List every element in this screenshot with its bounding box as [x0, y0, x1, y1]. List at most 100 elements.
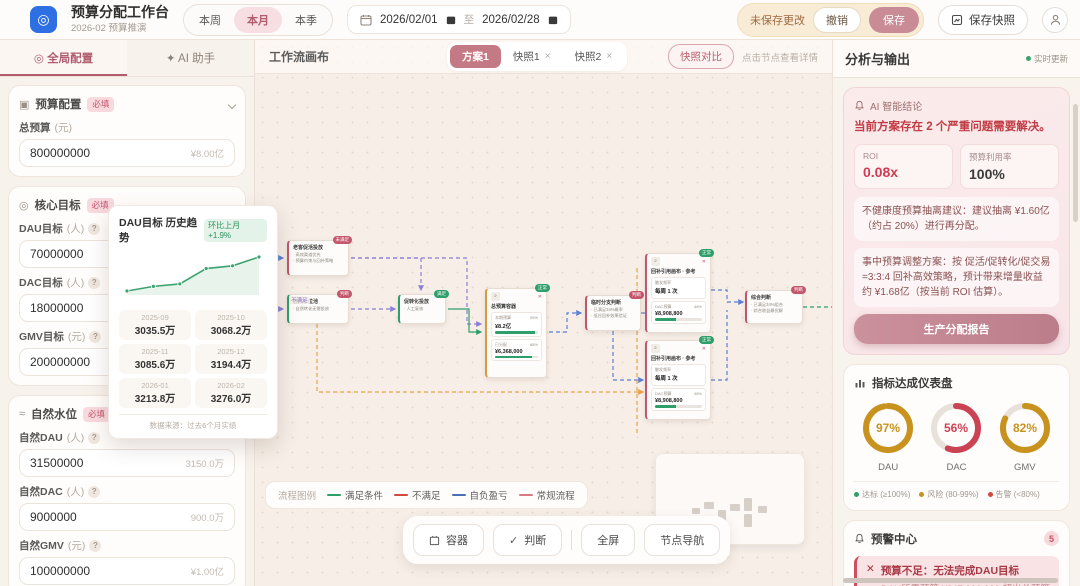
- calendar-picker-icon[interactable]: [548, 15, 558, 25]
- flow-node-回补引用画布 · 参考[interactable]: 正常⌕✕回补引用画布 · 参考触发频率每周 1 次DAC预算48%¥8,908,…: [645, 249, 714, 333]
- metric-label: 触发频率: [655, 367, 671, 372]
- range-tab-本季[interactable]: 本季: [295, 14, 317, 27]
- metric-progress: [495, 355, 538, 358]
- plan-tab-label: 方案1: [462, 51, 489, 63]
- close-tab-icon[interactable]: ×: [544, 51, 551, 62]
- stat-value: 3085.6万: [134, 360, 176, 371]
- card-header[interactable]: ◎核心目标必填: [19, 196, 237, 214]
- stat-date: 2025-09: [141, 313, 169, 322]
- toolbar-button-判断[interactable]: ✓判断: [493, 524, 563, 556]
- alert-close-icon: ✕: [866, 562, 875, 575]
- save-snapshot-button[interactable]: 保存快照: [938, 4, 1028, 35]
- plan-tab-方案1[interactable]: 方案1: [450, 45, 501, 68]
- gauge-DAC: 56%DAC: [929, 401, 983, 473]
- field-input-自然GMV[interactable]: 100000000¥1.00亿: [19, 557, 235, 585]
- flow-node-回补引用画布 · 参考[interactable]: 正常⌕✕回补引用画布 · 参考触发频率每周 1 次DAC预算48%¥8,908,…: [645, 336, 714, 420]
- toolbar-button-全屏[interactable]: 全屏: [581, 524, 636, 556]
- node-bullet: · 综合收益最优解: [751, 308, 783, 314]
- node-title: 促转化投放: [404, 299, 430, 305]
- stat-date: 2025-10: [217, 313, 245, 322]
- date-range-picker[interactable]: 2026/02/01 至 2026/02/28: [347, 5, 571, 34]
- generate-report-button[interactable]: 生产分配报告: [854, 313, 1059, 344]
- collapse-toggle[interactable]: [227, 95, 237, 113]
- field-label: 总预算(元): [19, 120, 235, 135]
- node-flag-icon: ✕: [701, 258, 706, 265]
- edge-label: 不满足: [289, 296, 310, 304]
- flow-node-促转化投放[interactable]: 满足促转化投放· 人工复核: [398, 290, 449, 324]
- user-avatar[interactable]: [1042, 6, 1068, 33]
- help-icon[interactable]: ?: [88, 222, 101, 235]
- panel-vertical-scrollbar[interactable]: [1073, 104, 1078, 222]
- snapshot-compare-button[interactable]: 快照对比: [667, 44, 734, 69]
- metric-value: 每周 1 次: [655, 376, 678, 382]
- canvas-minimap[interactable]: [655, 453, 805, 545]
- help-icon[interactable]: ?: [88, 431, 101, 444]
- toolbar-button-容器[interactable]: 容器: [413, 524, 484, 556]
- svg-text:97%: 97%: [876, 421, 900, 435]
- stat-value: 3035.5万: [134, 326, 176, 337]
- plan-tab-快照2[interactable]: 快照2×: [563, 45, 625, 68]
- node-flag-icon: ✕: [537, 293, 542, 300]
- date-from-input[interactable]: 2026/02/01: [380, 13, 438, 26]
- required-badge: 必填: [87, 96, 115, 112]
- field-label: 自然DAC(人)?: [19, 484, 235, 499]
- field-label-text: DAC目标: [19, 277, 63, 289]
- card-header[interactable]: ≈自然水位必填: [19, 405, 237, 423]
- bell-icon: [855, 100, 864, 111]
- canvas-hint: 点击节点查看详情: [741, 52, 818, 64]
- node-status-badge: 正常: [699, 249, 714, 257]
- node-title: 回补引用画布 · 参考: [651, 356, 696, 362]
- help-icon[interactable]: ?: [89, 330, 102, 343]
- tooltip-footer: 数据来源：过去6个月实绩: [119, 414, 267, 434]
- calendar-picker-icon[interactable]: [446, 15, 456, 25]
- save-button[interactable]: 保存: [869, 6, 919, 33]
- date-to-input[interactable]: 2026/02/28: [482, 13, 540, 26]
- close-tab-icon[interactable]: ×: [606, 51, 613, 62]
- node-status-badge: 满足: [434, 290, 449, 298]
- alert-title: ✕预算不足：无法完成DAU目标: [866, 563, 1050, 578]
- stat-date: 2025-11: [141, 347, 169, 356]
- flow-node-临时分支判断[interactable]: 判断临时分支判断· 已满足34%概率· 低谷回补效果验证: [585, 291, 644, 331]
- field-label-text: 自然DAU: [19, 432, 63, 444]
- field-label: GMV目标(元)?: [19, 329, 235, 344]
- panel-horizontal-scrollbar[interactable]: [843, 578, 1058, 583]
- flow-node-综合判断[interactable]: 判断综合判断· 已满足34%组合· 综合收益最优解: [745, 286, 806, 324]
- flow-node-老客促活投放[interactable]: 未满足老客促活投放· 高效渠道优先· 预算约束与回补策略: [287, 236, 352, 276]
- metric-value: 每周 1 次: [655, 289, 678, 295]
- metric-head: 触发频率: [655, 280, 702, 286]
- top-header: ◎ 预算分配工作台 2026-02 预算推演 本周本月本季 2026/02/01…: [0, 0, 1080, 40]
- legend-dot-icon: [854, 491, 859, 497]
- undo-button[interactable]: 撤销: [813, 6, 861, 33]
- sidebar-tab-全局配置[interactable]: ◎ 全局配置: [0, 40, 127, 76]
- alert-detail: DAU所需预算 ¥847,000,000 超出总预算: [881, 581, 1050, 586]
- card-header[interactable]: ▣预算配置必填: [19, 95, 237, 113]
- node-bullet: · 高效渠道优先: [293, 252, 321, 257]
- flow-edges: [255, 255, 832, 436]
- help-icon[interactable]: ?: [89, 539, 102, 552]
- stat-date: 2026-01: [141, 381, 169, 390]
- field-input-总预算[interactable]: 800000000¥8.00亿: [19, 139, 235, 167]
- sidebar-tab-AI 助手[interactable]: ✦ AI 助手: [165, 53, 216, 65]
- metric-label: DAC预算: [655, 391, 672, 396]
- range-tab-本周[interactable]: 本周: [199, 14, 221, 27]
- plan-tab-快照1[interactable]: 快照1×: [501, 45, 563, 68]
- toolbar-button-label: 容器: [446, 535, 468, 547]
- metric-progress: [495, 331, 538, 334]
- range-tab-本月[interactable]: 本月: [234, 6, 282, 33]
- help-icon[interactable]: ?: [88, 485, 101, 498]
- toolbar-button-节点导航[interactable]: 节点导航: [644, 524, 721, 556]
- help-icon[interactable]: ?: [88, 276, 101, 289]
- node-status-badge: 判断: [337, 290, 352, 298]
- tooltip-stat-cell: 2025-11 3085.6万: [119, 344, 191, 374]
- node-chip-row: ⌕✕: [651, 344, 706, 353]
- field-label: 自然DAU(人)?: [19, 430, 235, 445]
